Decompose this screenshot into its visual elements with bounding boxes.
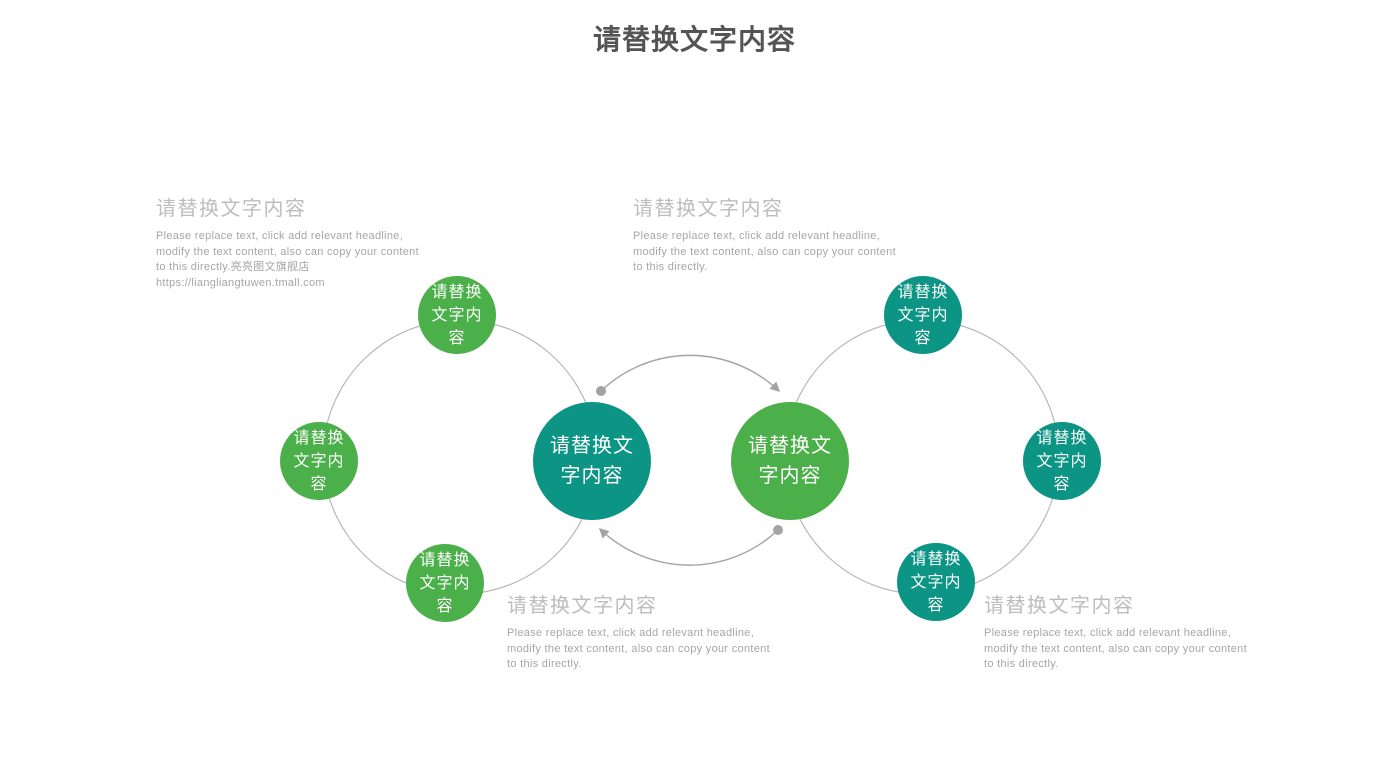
hub-circle-left: 请替换文 字内容 (533, 402, 651, 520)
hub-circle-right: 请替换文 字内容 (731, 402, 849, 520)
satellite-text-line: 请替换 (897, 283, 949, 301)
satellite-text-line: 文字内 (431, 306, 483, 324)
satellite-text-line: 文字内 (910, 573, 962, 591)
satellite-text-line: 文字内 (419, 574, 471, 592)
satellite-text-line: 容 (1053, 475, 1071, 493)
satellite-text-line: 请替换 (293, 429, 345, 447)
slide-title: 请替换文字内容 (592, 24, 796, 55)
satellite-text-line: 请替换 (431, 283, 483, 301)
body-line: modify the text content, also can copy y… (156, 245, 419, 258)
body-line: to this directly.亮亮图文旗舰店 (156, 261, 310, 273)
satellite-circle-left-bottom: 请替换 文字内 容 (406, 544, 484, 622)
text-block-heading: 请替换文字内容 (156, 198, 307, 220)
text-block-bottom-center: 请替换文字内容 Please replace text, click add r… (507, 593, 787, 673)
satellite-text-line: 请替换 (910, 550, 962, 568)
cycle-arrow-bottom (598, 527, 779, 566)
satellite-text-line: 请替换 (419, 551, 471, 569)
cycle-arrow-top-start-dot (596, 386, 606, 396)
text-block-body: Please replace text, click add relevant … (984, 626, 1264, 673)
satellite-text-line: 容 (914, 329, 932, 347)
text-block-heading: 请替换文字内容 (633, 198, 784, 220)
cycle-arrow-bottom-start-dot (773, 525, 783, 535)
satellite-text-line: 文字内 (897, 306, 949, 324)
text-block-heading: 请替换文字内容 (984, 595, 1135, 617)
text-block-top-left: 请替换文字内容 Please replace text, click add r… (156, 196, 436, 291)
body-line: to this directly. (507, 658, 582, 670)
satellite-circle-left-side: 请替换 文字内 容 (280, 422, 358, 500)
body-line: modify the text content, also can copy y… (507, 642, 770, 655)
body-line: Please replace text, click add relevant … (507, 627, 755, 639)
satellite-text-line: 容 (927, 596, 945, 614)
satellite-text-line: 容 (448, 329, 466, 347)
text-block-bottom-right: 请替换文字内容 Please replace text, click add r… (984, 593, 1264, 673)
body-line: modify the text content, also can copy y… (633, 245, 896, 258)
body-line: https://liangliangtuwen.tmall.com (156, 276, 325, 289)
satellite-text-line: 文字内 (1036, 452, 1088, 470)
body-line: Please replace text, click add relevant … (984, 627, 1232, 639)
body-line: Please replace text, click add relevant … (156, 230, 404, 242)
satellite-circle-right-side: 请替换 文字内 容 (1023, 422, 1101, 500)
text-block-body: Please replace text, click add relevant … (633, 229, 913, 276)
satellite-text-line: 容 (436, 597, 454, 615)
satellite-circle-right-bottom: 请替换 文字内 容 (897, 543, 975, 621)
hub-circle-left-text-line1: 请替换文 (550, 435, 634, 457)
satellite-circle-left-top: 请替换 文字内 容 (418, 276, 496, 354)
satellite-text-line: 请替换 (1036, 429, 1088, 447)
body-line: modify the text content, also can copy y… (984, 642, 1247, 655)
text-block-top-right: 请替换文字内容 Please replace text, click add r… (633, 196, 913, 276)
body-line: Please replace text, click add relevant … (633, 230, 881, 242)
text-block-heading: 请替换文字内容 (507, 595, 658, 617)
satellite-circle-right-top: 请替换 文字内 容 (884, 276, 962, 354)
body-line: to this directly. (633, 261, 708, 273)
hub-circle-left-text-line2: 字内容 (560, 465, 624, 487)
body-line: to this directly. (984, 658, 1059, 670)
satellite-text-line: 文字内 (293, 452, 345, 470)
satellite-text-line: 容 (310, 475, 328, 493)
text-block-body: Please replace text, click add relevant … (156, 229, 436, 291)
cycle-arrow-top (600, 354, 781, 393)
hub-circle-right-text-line2: 字内容 (758, 465, 822, 487)
text-block-body: Please replace text, click add relevant … (507, 626, 787, 673)
hub-circle-right-text-line1: 请替换文 (748, 435, 832, 457)
